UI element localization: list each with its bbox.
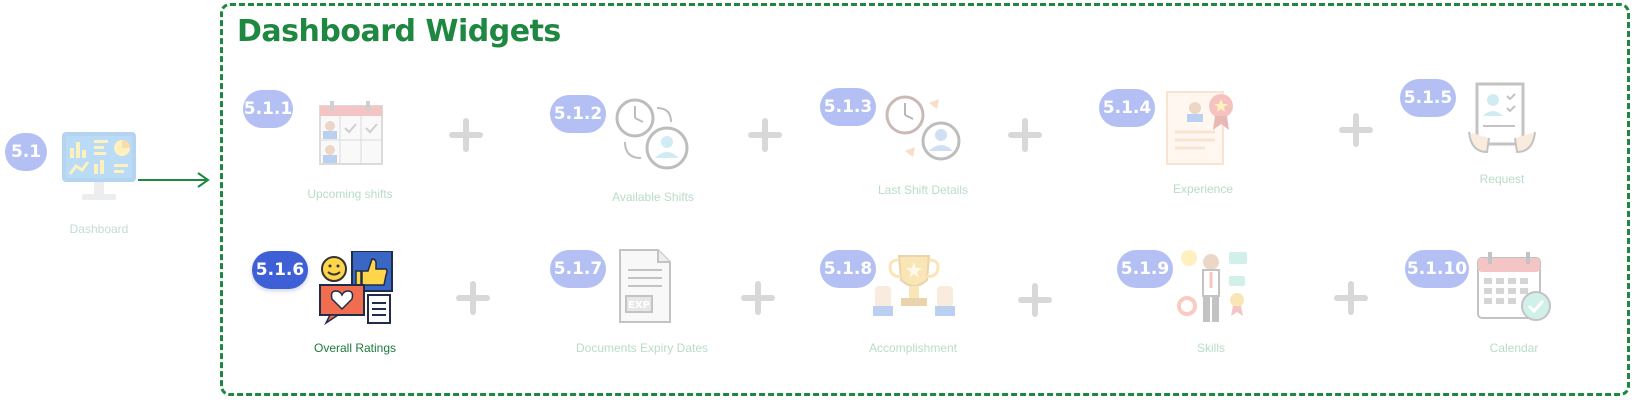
widget-badge-5-1-5[interactable]: 5.1.5 — [1400, 79, 1456, 117]
plus-separator-6 — [741, 281, 775, 315]
plus-separator-5 — [456, 281, 490, 315]
panel-title: Dashboard Widgets — [237, 14, 561, 49]
dashboard-monitor-icon[interactable] — [60, 130, 138, 208]
widget-badge-5-1-4[interactable]: 5.1.4 — [1099, 89, 1155, 127]
widget-label-5-1-6: Overall Ratings — [313, 341, 397, 355]
widget-label-5-1-1: Upcoming shifts — [307, 187, 393, 201]
widget-badge-5-1-2[interactable]: 5.1.2 — [550, 95, 606, 133]
exp-document-icon[interactable]: EXP — [618, 248, 672, 324]
widget-label-5-1-4: Experience — [1172, 182, 1234, 196]
connector-arrow — [138, 172, 210, 188]
widget-label-5-1-9: Skills — [1196, 341, 1226, 355]
widget-label-5-1-5: Request — [1479, 172, 1525, 186]
widget-badge-5-1-10[interactable]: 5.1.10 — [1405, 250, 1469, 288]
certificate-icon[interactable] — [1165, 90, 1237, 166]
plus-separator-4 — [1339, 113, 1373, 147]
plus-separator-2 — [748, 118, 782, 152]
widget-badge-5-1-9[interactable]: 5.1.9 — [1117, 250, 1173, 288]
widget-badge-5-1-3[interactable]: 5.1.3 — [820, 88, 876, 126]
widget-label-5-1-3: Last Shift Details — [877, 183, 969, 197]
widget-label-5-1-10: Calendar — [1489, 341, 1539, 355]
dashboard-widgets-panel — [220, 3, 1630, 396]
widget-badge-5-1-6[interactable]: 5.1.6 — [252, 251, 308, 289]
widget-badge-5-1-7[interactable]: 5.1.7 — [550, 250, 606, 288]
trophy-icon[interactable] — [873, 252, 955, 316]
plus-separator-7 — [1018, 283, 1052, 317]
widget-label-5-1-2: Available Shifts — [612, 190, 694, 204]
root-badge[interactable]: 5.1 — [5, 133, 47, 171]
calendar-check-icon[interactable] — [1476, 250, 1554, 324]
widget-label-5-1-8: Accomplishment — [868, 341, 958, 355]
skills-person-icon[interactable] — [1175, 250, 1249, 324]
root-label: Dashboard — [69, 222, 129, 236]
calendar-people-icon[interactable] — [318, 100, 384, 166]
clock-person-cycle-icon[interactable] — [615, 98, 693, 172]
request-document-icon[interactable] — [1467, 82, 1537, 154]
widget-badge-5-1-8[interactable]: 5.1.8 — [820, 250, 876, 288]
ratings-feedback-icon[interactable] — [318, 251, 394, 325]
plus-separator-3 — [1008, 118, 1042, 152]
widget-label-5-1-7: Documents Expiry Dates — [575, 341, 709, 355]
clock-history-person-icon[interactable] — [885, 95, 963, 163]
widget-badge-5-1-1[interactable]: 5.1.1 — [243, 90, 293, 128]
plus-separator-8 — [1334, 281, 1368, 315]
plus-separator-1 — [449, 118, 483, 152]
svg-text:EXP: EXP — [628, 300, 650, 311]
